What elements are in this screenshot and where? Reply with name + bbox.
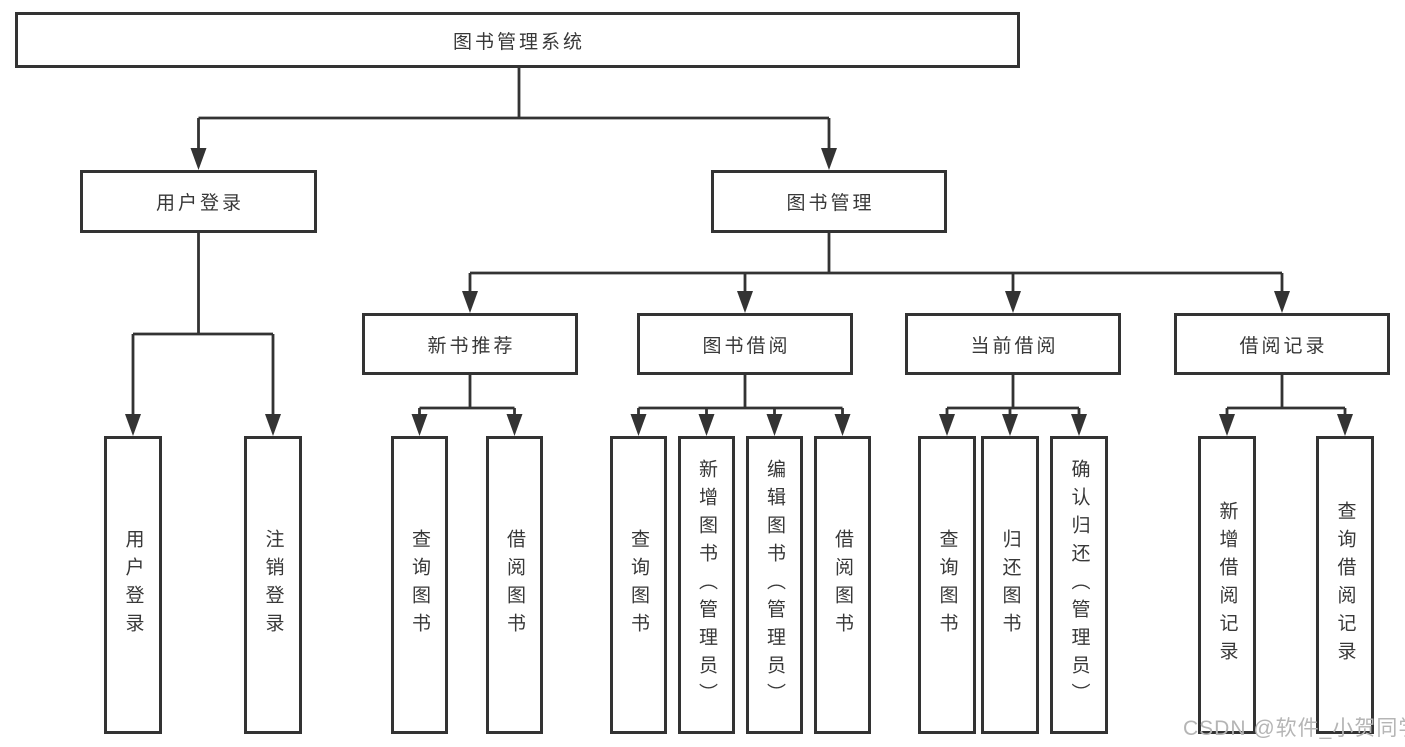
node-borrowing-records-label: 借阅记录: [1239, 335, 1328, 357]
leaf-add-books-admin: 新增图书（管理员）: [678, 436, 735, 734]
leaf-borrow-books-label: 借阅图书: [832, 529, 853, 641]
leaf-confirm-return-admin: 确认归还（管理员）: [1050, 436, 1108, 734]
csdn-watermark: CSDN @软件_小贺同学: [1183, 717, 1405, 740]
node-current-borrowing: 当前借阅: [905, 313, 1121, 375]
node-current-borrowing-label: 当前借阅: [970, 335, 1059, 357]
leaf-edit-books-admin-label: 编辑图书（管理员）: [764, 459, 785, 711]
leaf-confirm-return-admin-label: 确认归还（管理员）: [1068, 459, 1090, 711]
leaf-query-borrow-record: 查询借阅记录: [1316, 436, 1374, 734]
node-new-book-recommendation: 新书推荐: [362, 313, 578, 375]
leaf-edit-books-admin: 编辑图书（管理员）: [746, 436, 803, 734]
leaf-query-books-recommend: 查询图书: [391, 436, 448, 734]
leaf-user-login-label: 用户登录: [122, 529, 144, 641]
leaf-add-borrow-record-label: 新增借阅记录: [1216, 501, 1238, 669]
leaf-query-books-current: 查询图书: [918, 436, 976, 734]
leaf-borrow-books: 借阅图书: [814, 436, 871, 734]
leaf-query-books-recommend-label: 查询图书: [409, 529, 430, 641]
leaf-logout: 注销登录: [244, 436, 302, 734]
node-book-borrowing: 图书借阅: [637, 313, 853, 375]
leaf-query-books-borrowing-label: 查询图书: [628, 529, 649, 641]
node-book-management-label: 图书管理: [786, 193, 875, 214]
node-new-book-recommendation-label: 新书推荐: [427, 335, 516, 357]
leaf-return-books-label: 归还图书: [999, 529, 1021, 641]
leaf-add-borrow-record: 新增借阅记录: [1198, 436, 1256, 734]
node-book-management: 图书管理: [711, 170, 947, 233]
leaf-add-books-admin-label: 新增图书（管理员）: [696, 459, 717, 711]
leaf-return-books: 归还图书: [981, 436, 1039, 734]
leaf-borrow-books-recommend-label: 借阅图书: [504, 529, 525, 641]
node-library-management-system: 图书管理系统: [15, 12, 1020, 68]
node-user-login: 用户登录: [80, 170, 317, 233]
leaf-query-books-current-label: 查询图书: [936, 529, 958, 641]
leaf-query-books-borrowing: 查询图书: [610, 436, 667, 734]
leaf-query-borrow-record-label: 查询借阅记录: [1334, 501, 1356, 669]
node-user-login-label: 用户登录: [155, 193, 244, 214]
leaf-logout-label: 注销登录: [262, 529, 284, 641]
node-book-borrowing-label: 图书借阅: [702, 335, 791, 357]
node-borrowing-records: 借阅记录: [1174, 313, 1390, 375]
node-library-management-system-label: 图书管理系统: [452, 31, 585, 53]
leaf-user-login: 用户登录: [104, 436, 162, 734]
leaf-borrow-books-recommend: 借阅图书: [486, 436, 543, 734]
